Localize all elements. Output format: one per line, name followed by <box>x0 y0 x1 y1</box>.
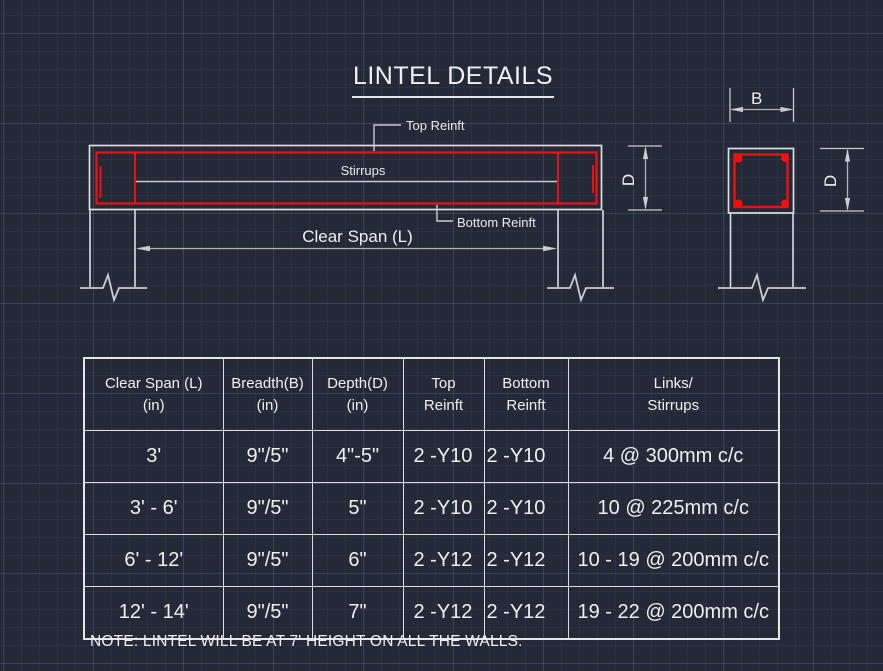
cell-depth: 5" <box>311 482 404 535</box>
header-depth-l2: (in) <box>346 396 369 414</box>
header-breadth-l2: (in) <box>256 396 279 414</box>
d-sec-arrow-down <box>844 198 851 211</box>
beam-outline <box>88 144 603 211</box>
cell-top-reinft: 2 -Y12 <box>402 534 485 587</box>
page-title: LINTEL DETAILS <box>352 62 554 98</box>
header-clear-span: Clear Span (L) (in) <box>83 357 224 431</box>
rebar-dot-tl <box>734 154 743 163</box>
b-arrow-right <box>780 106 794 113</box>
stirrups-label: Stirrups <box>340 163 386 178</box>
table-row: 3' 9"/5" 4"-5" 2 -Y10 2 -Y10 4 @ 300mm c… <box>83 430 780 483</box>
header-bottom-reinft-l1: Bottom <box>502 374 550 392</box>
cell-breadth: 9"/5" <box>222 534 313 587</box>
table-row: 12' - 14' 9"/5" 7" 2 -Y12 2 -Y12 19 - 22… <box>83 586 780 640</box>
top-reinft-leader <box>373 124 401 151</box>
cell-bottom-reinft: 2 -Y12 <box>483 586 569 640</box>
cell-links: 19 - 22 @ 200mm c/c <box>567 586 780 640</box>
section-stirrup <box>733 153 789 209</box>
breadth-dim-label: B <box>751 89 763 108</box>
break-symbol-right <box>547 271 614 303</box>
cell-depth: 6" <box>311 534 404 587</box>
header-top-reinft-l2: Reinft <box>423 396 464 414</box>
bottom-reinft-label: Bottom Reinft <box>457 215 536 230</box>
rebar-dot-br <box>781 199 789 208</box>
top-reinft-label: Top Reinft <box>406 118 465 133</box>
cell-span: 3' <box>83 430 224 483</box>
header-depth-l1: Depth(D) <box>327 374 388 392</box>
header-breadth-l1: Breadth(B) <box>231 374 304 392</box>
table-row: 3' - 6' 9"/5" 5" 2 -Y10 2 -Y10 10 @ 225m… <box>83 482 780 535</box>
depth-dim-label-elevation: D <box>619 173 639 187</box>
cell-span: 12' - 14' <box>83 586 224 640</box>
clear-span-label: Clear Span (L) <box>302 227 413 246</box>
d-elev-arrow-down <box>642 197 649 210</box>
cell-top-reinft: 2 -Y10 <box>402 430 485 483</box>
header-links-stirrups: Links/ Stirrups <box>567 357 780 431</box>
header-clear-span-l1: Clear Span (L) <box>104 374 203 392</box>
cell-top-reinft: 2 -Y10 <box>402 482 485 535</box>
cell-breadth: 9"/5" <box>222 586 313 640</box>
cell-bottom-reinft: 2 -Y10 <box>483 482 569 535</box>
cell-links: 4 @ 300mm c/c <box>567 430 780 483</box>
header-bottom-reinft-l2: Reinft <box>506 396 546 414</box>
cell-top-reinft: 2 -Y12 <box>402 586 485 640</box>
d-sec-arrow-up <box>844 148 851 162</box>
clear-span-arrow-right <box>543 245 557 252</box>
cell-breadth: 9"/5" <box>222 430 313 483</box>
rebar-dot-bl <box>734 199 743 208</box>
break-symbol-left <box>80 271 147 303</box>
cell-depth: 4"-5" <box>311 430 404 483</box>
cell-breadth: 9"/5" <box>222 482 313 535</box>
note-text: NOTE: LINTEL WILL BE AT 7' HEIGHT ON ALL… <box>90 633 523 650</box>
cell-bottom-reinft: 2 -Y10 <box>483 430 569 483</box>
header-bottom-reinft: Bottom Reinft <box>483 357 569 431</box>
cell-links: 10 - 19 @ 200mm c/c <box>567 534 780 587</box>
cell-links: 10 @ 225mm c/c <box>567 482 780 535</box>
cell-depth: 7" <box>311 586 404 640</box>
bottom-reinft-leader <box>436 205 453 222</box>
lintel-schedule-table: Clear Span (L) (in) Breadth(B) (in) Dept… <box>83 357 780 640</box>
header-clear-span-l2: (in) <box>142 396 165 414</box>
header-breadth: Breadth(B) (in) <box>222 357 313 431</box>
table-row: 6' - 12' 9"/5" 6" 2 -Y12 2 -Y12 10 - 19 … <box>83 534 780 587</box>
depth-dim-label-section: D <box>821 174 841 188</box>
break-symbol-section <box>718 271 806 303</box>
section-outline <box>727 147 795 214</box>
clear-span-arrow-left <box>136 245 150 252</box>
d-elev-arrow-up <box>642 146 649 159</box>
table-header-row: Clear Span (L) (in) Breadth(B) (in) Dept… <box>83 357 780 431</box>
cell-span: 3' - 6' <box>83 482 224 535</box>
cell-bottom-reinft: 2 -Y12 <box>483 534 569 587</box>
header-top-reinft-l1: Top <box>431 374 456 392</box>
rebar-dot-tr <box>781 154 789 162</box>
header-links-l1: Links/ <box>653 374 693 392</box>
reinforcement-cage <box>95 151 598 205</box>
header-depth: Depth(D) (in) <box>311 357 404 431</box>
header-links-l2: Stirrups <box>647 396 700 414</box>
cell-span: 6' - 12' <box>83 534 224 587</box>
b-arrow-left <box>730 106 743 113</box>
header-top-reinft: Top Reinft <box>402 357 485 431</box>
